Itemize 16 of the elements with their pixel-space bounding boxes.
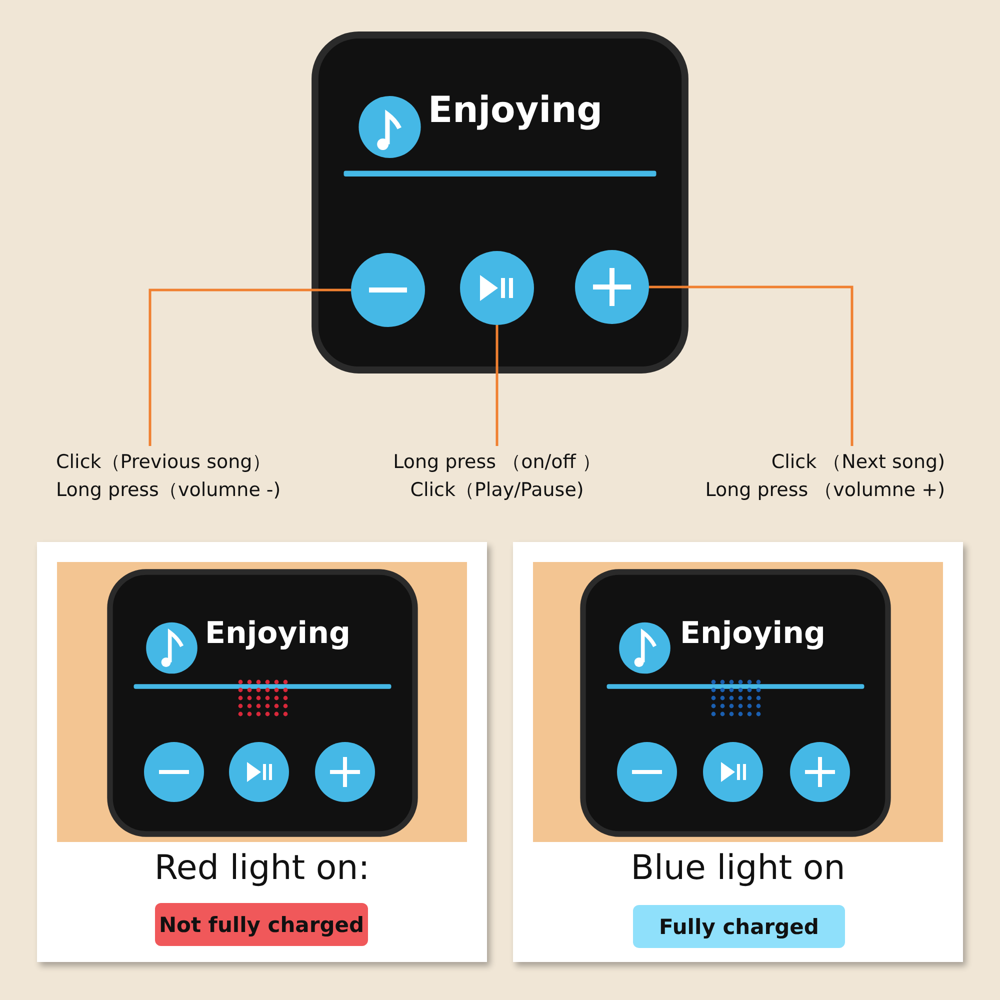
- patch-text: Enjoying: [428, 90, 602, 131]
- patch-text: Enjoying: [205, 616, 350, 651]
- status-caption: Blue light on: [630, 848, 846, 888]
- patch-text: Enjoying: [680, 616, 826, 651]
- leader-line: [649, 286, 854, 446]
- button-function-text: Long press （on/off ）: [392, 450, 602, 475]
- status-caption: Red light on:: [153, 848, 371, 888]
- button-function-text: Click（Play/Pause): [409, 478, 585, 503]
- leader-line: [496, 325, 498, 446]
- button-function-text: Long press （volumne +): [704, 478, 945, 503]
- button-function-text: Click （Next song): [770, 450, 945, 475]
- status-badge: Fully charged: [633, 905, 845, 948]
- button-function-text: Long press（volumne -): [56, 478, 281, 503]
- leader-line: [148, 288, 351, 446]
- button-function-text: Click（Previous song）: [56, 450, 272, 475]
- status-badge: Not fully charged: [155, 903, 368, 946]
